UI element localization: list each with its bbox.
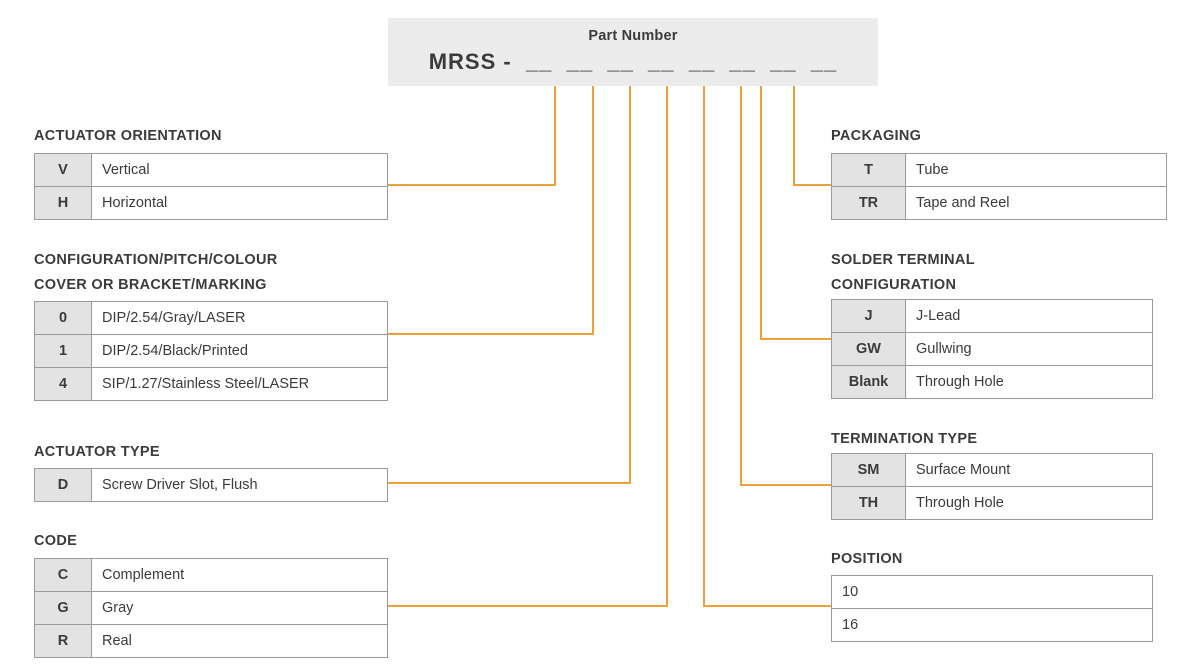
cell-value: Through Hole <box>905 365 1153 399</box>
heading-position: POSITION <box>831 551 903 567</box>
table-row: TR Tape and Reel <box>831 186 1167 220</box>
table-code: C Complement G Gray R Real <box>34 558 388 658</box>
cell-key: 0 <box>34 301 92 335</box>
cell-value: Tape and Reel <box>905 186 1167 220</box>
cell-value: Screw Driver Slot, Flush <box>91 468 388 502</box>
part-number-title: Part Number <box>588 28 678 44</box>
connector-line-solder-terminal-v <box>760 86 762 340</box>
table-solder-terminal-configuration: J J-Lead GW Gullwing Blank Through Hole <box>831 299 1153 399</box>
cell-value: Through Hole <box>905 486 1153 520</box>
cell-value: Surface Mount <box>905 453 1153 487</box>
cell-key: TH <box>831 486 906 520</box>
connector-line-solder-terminal-h <box>760 338 832 340</box>
cell-key: 1 <box>34 334 92 368</box>
cell-key: G <box>34 591 92 625</box>
table-actuator-type: D Screw Driver Slot, Flush <box>34 468 388 502</box>
table-row: R Real <box>34 624 388 658</box>
connector-line-position-v <box>703 86 705 607</box>
cell-key: D <box>34 468 92 502</box>
table-configuration: 0 DIP/2.54/Gray/LASER 1 DIP/2.54/Black/P… <box>34 301 388 401</box>
table-row: T Tube <box>831 153 1167 187</box>
connector-line-code-h <box>388 605 668 607</box>
connector-line-configuration-h <box>388 333 594 335</box>
table-row: TH Through Hole <box>831 486 1153 520</box>
table-row: V Vertical <box>34 153 388 187</box>
connector-line-actuator-type-v <box>629 86 631 483</box>
cell-value: SIP/1.27/Stainless Steel/LASER <box>91 367 388 401</box>
connector-line-packaging-v <box>793 86 795 186</box>
part-number-code: MRSS - __ __ __ __ __ __ __ __ <box>428 49 838 74</box>
connector-line-termination-type-h <box>740 484 832 486</box>
table-row: 10 <box>831 575 1153 609</box>
part-number-box: Part Number MRSS - __ __ __ __ __ __ __ … <box>388 18 878 86</box>
cell-value: Gullwing <box>905 332 1153 366</box>
table-row: G Gray <box>34 591 388 625</box>
cell-key: J <box>831 299 906 333</box>
table-row: H Horizontal <box>34 186 388 220</box>
cell-value: Complement <box>91 558 388 592</box>
connector-line-termination-type-v <box>740 86 742 484</box>
connector-line-packaging-h <box>793 184 832 186</box>
table-row: SM Surface Mount <box>831 453 1153 487</box>
cell-value: DIP/2.54/Gray/LASER <box>91 301 388 335</box>
table-packaging: T Tube TR Tape and Reel <box>831 153 1167 220</box>
cell-key: Blank <box>831 365 906 399</box>
connector-line-actuator-type-h <box>388 482 631 484</box>
heading-termination-type: TERMINATION TYPE <box>831 431 978 447</box>
cell-key: H <box>34 186 92 220</box>
table-position: 10 16 <box>831 575 1153 642</box>
table-row: 1 DIP/2.54/Black/Printed <box>34 334 388 368</box>
table-row: Blank Through Hole <box>831 365 1153 399</box>
table-actuator-orientation: V Vertical H Horizontal <box>34 153 388 220</box>
cell-key: T <box>831 153 906 187</box>
cell-value: Horizontal <box>91 186 388 220</box>
heading-packaging: PACKAGING <box>831 128 922 144</box>
cell-value: Vertical <box>91 153 388 187</box>
cell-key: 4 <box>34 367 92 401</box>
table-row: J J-Lead <box>831 299 1153 333</box>
cell-key: V <box>34 153 92 187</box>
connector-line-position-h <box>703 605 831 607</box>
cell-value: Real <box>91 624 388 658</box>
connector-line-actuator-orientation-h <box>388 184 556 186</box>
table-row: 16 <box>831 608 1153 642</box>
table-row: D Screw Driver Slot, Flush <box>34 468 388 502</box>
connector-line-configuration-v <box>592 86 594 335</box>
table-row: 0 DIP/2.54/Gray/LASER <box>34 301 388 335</box>
cell-value: 10 <box>831 575 1153 609</box>
heading-code: CODE <box>34 533 78 549</box>
table-row: GW Gullwing <box>831 332 1153 366</box>
cell-value: J-Lead <box>905 299 1153 333</box>
heading-configuration: CONFIGURATION/PITCH/COLOUR COVER OR BRAC… <box>34 252 278 293</box>
table-termination-type: SM Surface Mount TH Through Hole <box>831 453 1153 520</box>
heading-solder-terminal-configuration: SOLDER TERMINAL CONFIGURATION <box>831 252 975 293</box>
cell-value: DIP/2.54/Black/Printed <box>91 334 388 368</box>
heading-actuator-type: ACTUATOR TYPE <box>34 444 160 460</box>
cell-key: SM <box>831 453 906 487</box>
table-row: 4 SIP/1.27/Stainless Steel/LASER <box>34 367 388 401</box>
connector-line-code-v <box>666 86 668 607</box>
table-row: C Complement <box>34 558 388 592</box>
heading-actuator-orientation: ACTUATOR ORIENTATION <box>34 128 222 144</box>
cell-key: R <box>34 624 92 658</box>
cell-value: Tube <box>905 153 1167 187</box>
cell-key: GW <box>831 332 906 366</box>
cell-value: Gray <box>91 591 388 625</box>
cell-value: 16 <box>831 608 1153 642</box>
connector-line-actuator-orientation-v <box>554 86 556 186</box>
cell-key: TR <box>831 186 906 220</box>
cell-key: C <box>34 558 92 592</box>
